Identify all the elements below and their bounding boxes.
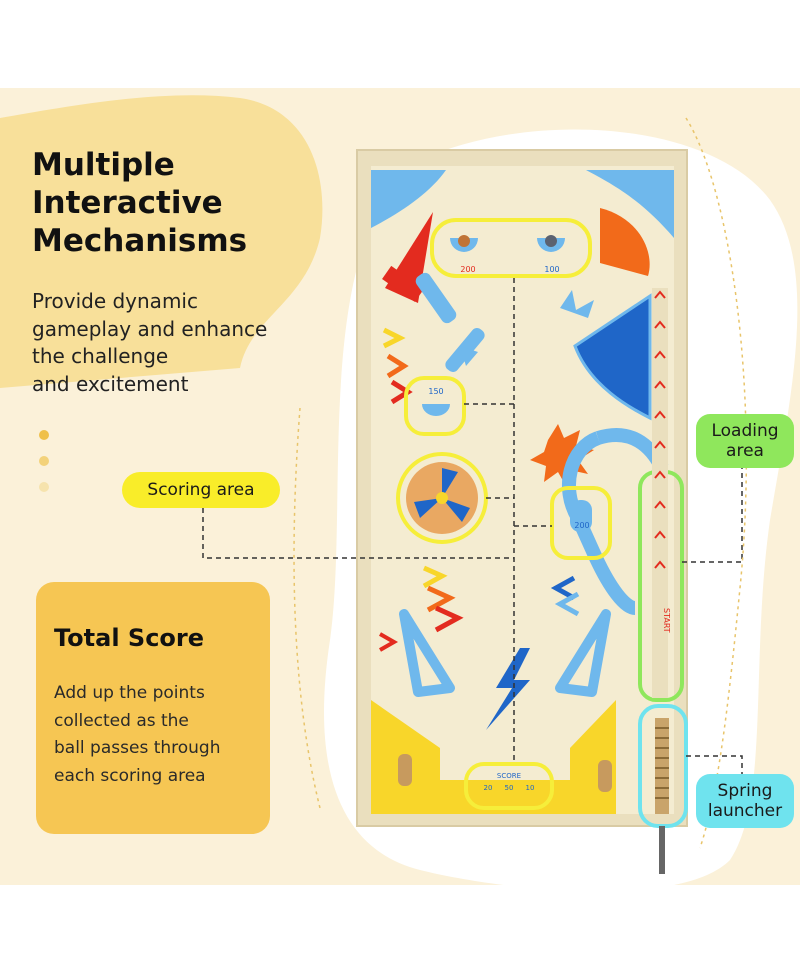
start-label: START bbox=[662, 608, 671, 633]
score-200-top: 200 bbox=[460, 265, 475, 274]
top-left-bumper bbox=[371, 170, 446, 228]
yellow-blob-shape bbox=[0, 95, 323, 389]
orange-starburst bbox=[530, 424, 594, 486]
headline: Multiple Interactive Mechanisms bbox=[32, 147, 248, 259]
score-100-top: 100 bbox=[544, 265, 559, 274]
total-score-card: Total Score Add up the points collected … bbox=[36, 582, 270, 834]
loading-area-tag: Loading area bbox=[696, 414, 794, 468]
connector-lines bbox=[202, 278, 743, 774]
score-150: 150 bbox=[428, 387, 443, 396]
total-score-text: Add up the points collected as the ball … bbox=[54, 683, 221, 786]
carousel-dot-2[interactable] bbox=[39, 456, 49, 466]
top-score-glow bbox=[430, 218, 592, 278]
score-200-mid-glow bbox=[550, 486, 612, 560]
spring-launcher-tag: Spring launcher bbox=[696, 774, 794, 828]
carousel-dot-1[interactable] bbox=[39, 430, 49, 440]
carousel-dot-3[interactable] bbox=[39, 482, 49, 492]
pinball-board: 200 100 150 200 START bbox=[202, 117, 748, 874]
blue-triangle bbox=[573, 293, 652, 421]
bottom-score-glow bbox=[464, 762, 554, 810]
subtitle: Provide dynamic gameplay and enhance the… bbox=[32, 289, 268, 396]
scoring-area-tag: Scoring area bbox=[122, 472, 280, 508]
score-50: 50 bbox=[505, 784, 514, 792]
top-right-bumper bbox=[586, 170, 674, 238]
score-label: SCORE bbox=[497, 772, 521, 780]
score-20: 20 bbox=[484, 784, 493, 792]
score-10: 10 bbox=[526, 784, 535, 792]
lightning-bolt bbox=[486, 648, 530, 730]
feature-panel: Multiple Interactive Mechanisms Provide … bbox=[0, 88, 800, 885]
score-200-mid: 200 bbox=[574, 521, 589, 530]
orange-fin bbox=[600, 208, 650, 276]
left-lever bbox=[415, 272, 457, 324]
score-150-glow bbox=[404, 376, 466, 436]
total-score-title: Total Score bbox=[54, 624, 205, 652]
